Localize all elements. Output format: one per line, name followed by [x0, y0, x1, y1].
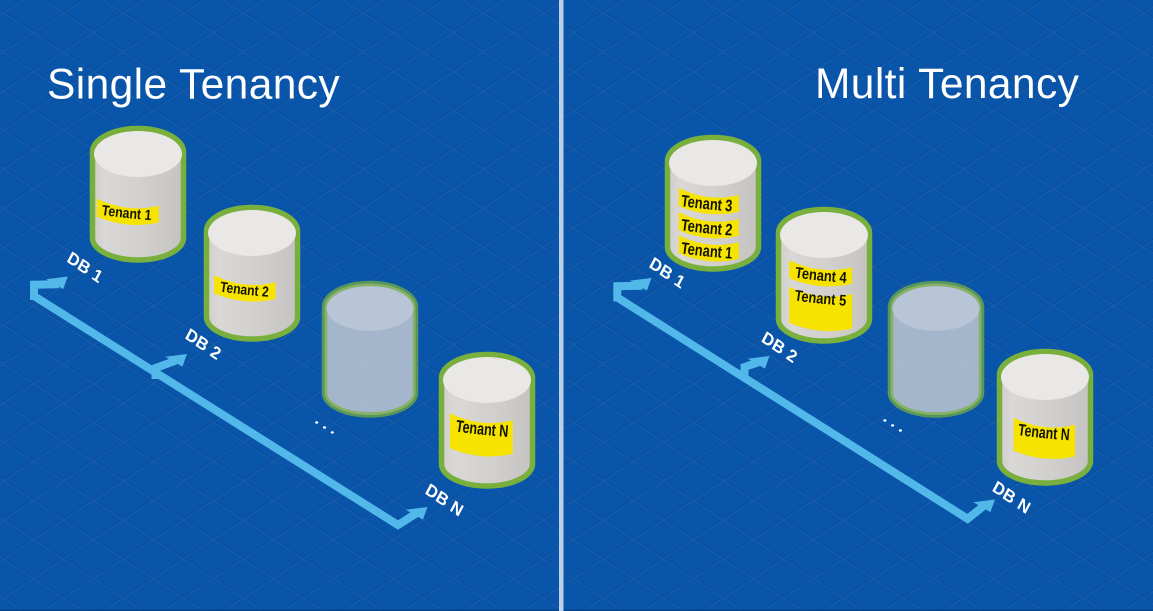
- svg-text:Tenant 3: Tenant 3: [680, 192, 733, 215]
- svg-text:Tenant 1: Tenant 1: [101, 203, 152, 224]
- svg-text:Tenant 2: Tenant 2: [680, 216, 733, 239]
- svg-text:Tenant N: Tenant N: [1017, 421, 1070, 444]
- svg-text:Tenant 4: Tenant 4: [794, 265, 848, 287]
- svg-text:Tenant 2: Tenant 2: [219, 280, 269, 301]
- svg-text:Single Tenancy: Single Tenancy: [47, 62, 340, 109]
- svg-text:Tenant 1: Tenant 1: [680, 240, 733, 263]
- svg-text:Tenant 5: Tenant 5: [794, 288, 848, 310]
- svg-text:Multi Tenancy: Multi Tenancy: [815, 61, 1080, 108]
